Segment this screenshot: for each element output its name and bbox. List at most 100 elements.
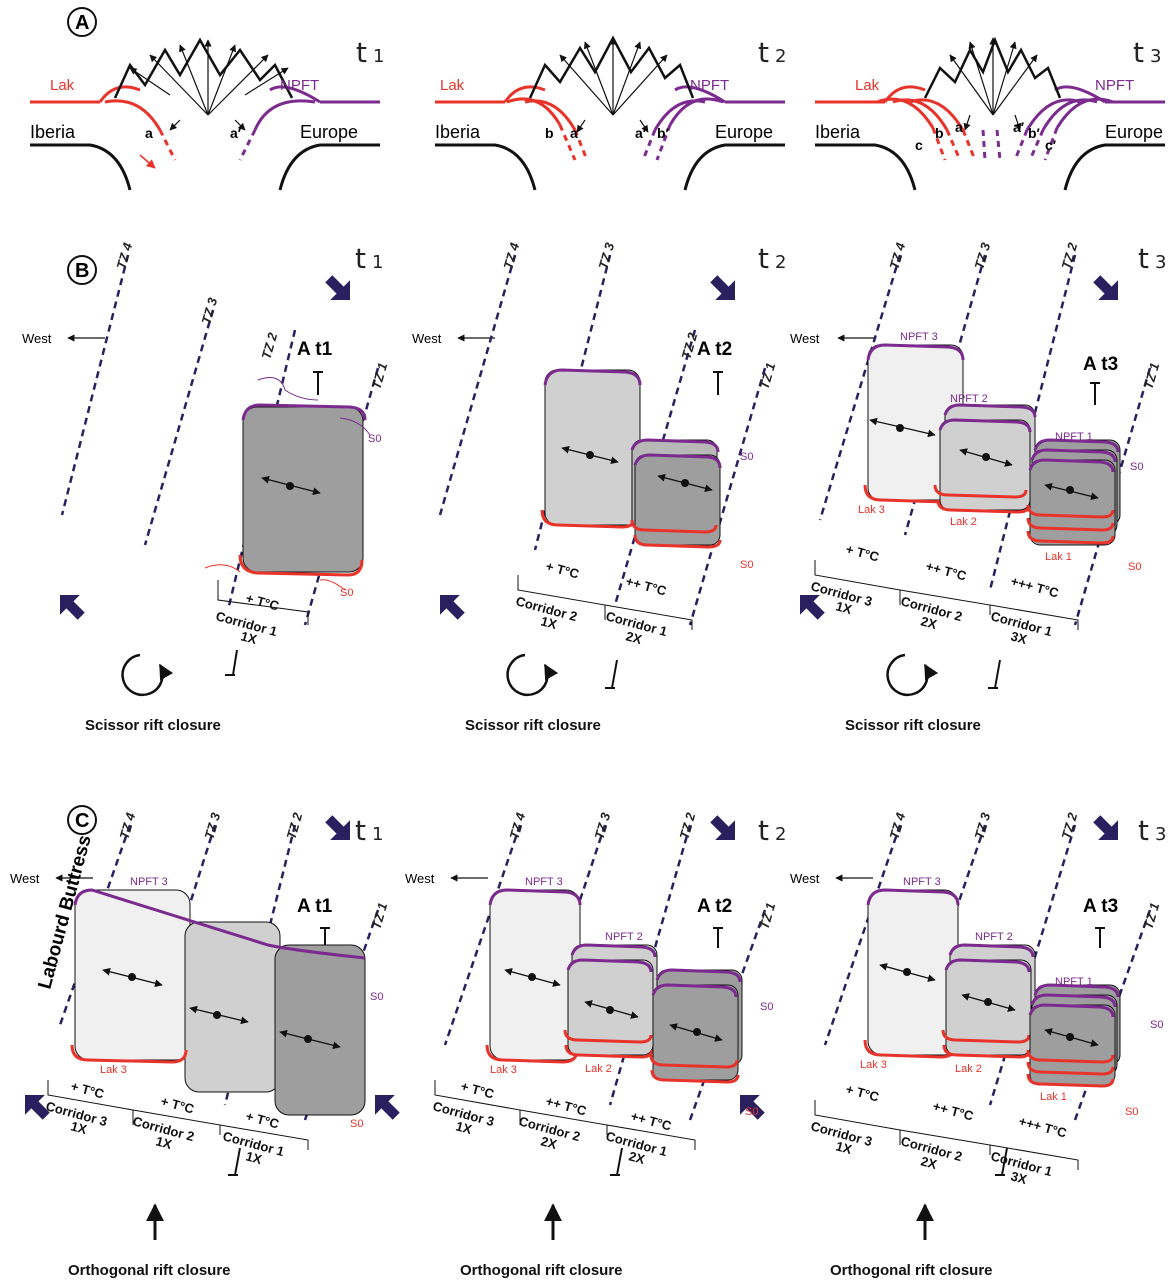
npft-3-label: NPFT 3 [903, 876, 941, 888]
panel-a: A Lak NPFT [28, 7, 1167, 192]
lak-1-label: Lak 1 [1045, 551, 1072, 563]
s0-label: S0 [1125, 1106, 1138, 1118]
time-label: t [356, 36, 367, 69]
corridor-mult: 1X [244, 1148, 264, 1167]
fault-label: b′ [657, 125, 670, 141]
west-label: West [412, 331, 442, 346]
lak-3-label: Lak 3 [858, 504, 885, 516]
fault-label: a [570, 125, 578, 141]
fault-label: c′ [1045, 137, 1057, 153]
tz-label: TZ 2 [283, 810, 305, 841]
corridor-mult: 2X [919, 613, 939, 632]
panel-b-label: B [75, 260, 89, 282]
tz-label: TZ 4 [500, 240, 522, 271]
lak-2-label: Lak 2 [585, 1063, 612, 1075]
panel-a-t1: Lak NPFT Iberia Europe a a′ t 1 [28, 36, 384, 192]
panel-b-t3: t 3 West TZ 4 TZ 3 TZ 2 TZ 1 A t3 NPFT 3 [790, 240, 1166, 734]
caption-scissor: Scissor rift closure [465, 717, 601, 734]
npft-2-label: NPFT 2 [950, 393, 988, 405]
npft-2-label: NPFT 2 [605, 931, 643, 943]
time-label: t [758, 814, 769, 847]
panel-c-t2: t 2 West TZ 4 TZ 3 TZ 2 TZ 1 A t2 NPFT 3 [405, 808, 786, 1279]
lak-2-label: Lak 2 [955, 1063, 982, 1075]
tz-label: TZ 1 [1140, 361, 1162, 391]
corridor-mult: 1X [454, 1118, 474, 1137]
s0-label: S0 [745, 1106, 758, 1118]
time-label: t [1138, 242, 1149, 275]
section-label: A t1 [297, 896, 333, 917]
npft-3-label: NPFT 3 [900, 331, 938, 343]
fault-label: b′ [1028, 125, 1041, 141]
tz-label: TZ 3 [198, 295, 220, 326]
tz-label: TZ 1 [756, 901, 778, 931]
temp-label: + T°C [69, 1078, 106, 1101]
temp-label: +++ T°C [1009, 573, 1061, 600]
s0-label: S0 [340, 587, 353, 599]
temp-label: + T°C [159, 1093, 196, 1116]
tz-label: TZ 1 [368, 361, 390, 391]
tz-label: TZ 3 [201, 810, 223, 841]
time-label: t [355, 242, 366, 275]
tz-label: TZ 1 [1140, 901, 1162, 931]
corridor-mult: 1X [239, 628, 259, 647]
tz-label: TZ 4 [116, 810, 138, 841]
time-label: t [1133, 36, 1144, 69]
lak-3-label: Lak 3 [490, 1064, 517, 1076]
panel-a-t3: Lak NPFT Iberia Europe c b a a′ b′ c′ t … [813, 36, 1167, 192]
west-label: West [790, 331, 820, 346]
npft-3-label: NPFT 3 [525, 876, 563, 888]
time-sub: 1 [373, 46, 384, 67]
temp-label: + T°C [459, 1078, 496, 1101]
tz-label: TZ 3 [971, 240, 993, 271]
caption-orthogonal: Orthogonal rift closure [460, 1262, 623, 1279]
iberia-label: Iberia [30, 122, 76, 142]
west-label: West [10, 871, 40, 886]
time-label: t [758, 242, 769, 275]
panel-c-t3: t 3 West TZ 4 TZ 3 TZ 2 TZ 1 A t3 NPFT 3… [790, 808, 1166, 1279]
panel-b: B t 1 West TZ 4 TZ 3 TZ 2 TZ 1 A t1 [22, 240, 1166, 734]
tz-label: TZ 2 [1058, 240, 1080, 271]
time-sub: 2 [775, 252, 786, 273]
temp-label: + T°C [844, 1081, 881, 1104]
fault-label: a [955, 119, 963, 135]
temp-label: + T°C [244, 590, 281, 613]
time-label: t [1138, 814, 1149, 847]
s0-label: S0 [1128, 561, 1141, 573]
s0-label: S0 [740, 451, 753, 463]
fault-label: a [145, 125, 153, 141]
panel-c-t1: t 1 West Labourd Buttress TZ 4 TZ 3 TZ 2… [10, 808, 407, 1279]
fault-label: a′ [635, 125, 647, 141]
npft-3-label: NPFT 3 [130, 876, 168, 888]
caption-scissor: Scissor rift closure [85, 717, 221, 734]
lak-label: Lak [440, 77, 465, 94]
s0-label: S0 [740, 559, 753, 571]
s0-label: S0 [1150, 1019, 1163, 1031]
tz-label: TZ 1 [756, 361, 778, 391]
corridor-mult: 2X [919, 1153, 939, 1172]
temp-label: + T°C [844, 541, 881, 564]
iberia-label: Iberia [815, 122, 861, 142]
corridor-mult: 2X [539, 1133, 559, 1152]
panel-c-label: C [75, 810, 89, 832]
npft-label: NPFT [1095, 77, 1134, 94]
temp-label: ++ T°C [931, 1098, 975, 1123]
tz-label: TZ 4 [886, 240, 908, 271]
time-sub: 3 [1155, 252, 1166, 273]
caption-orthogonal: Orthogonal rift closure [68, 1262, 231, 1279]
time-label: t [758, 36, 769, 69]
tz-label: TZ 1 [368, 901, 390, 931]
europe-label: Europe [1105, 122, 1163, 142]
time-sub: 2 [775, 824, 786, 845]
corridor-mult: 2X [627, 1148, 647, 1167]
lak-1-label: Lak 1 [1040, 1091, 1067, 1103]
temp-label: + T°C [544, 558, 581, 581]
time-sub: 2 [775, 46, 786, 67]
time-sub: 1 [372, 252, 383, 273]
temp-label: + T°C [244, 1108, 281, 1131]
npft-1-label: NPFT 1 [1055, 431, 1093, 443]
corridor-mult: 1X [539, 613, 559, 632]
time-sub: 1 [372, 824, 383, 845]
s0-label: S0 [370, 991, 383, 1003]
s0-label: S0 [350, 1118, 363, 1130]
